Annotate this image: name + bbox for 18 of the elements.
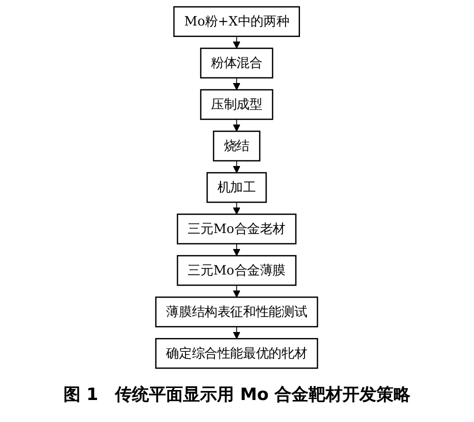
node-box: 三元Mo合金薄膜 bbox=[177, 255, 297, 286]
arrow bbox=[233, 36, 241, 49]
arrow bbox=[233, 77, 241, 90]
node-box: 薄膜结构表征和性能测试 bbox=[156, 296, 318, 328]
node-box: 压制成型 bbox=[200, 89, 274, 120]
arrow bbox=[233, 284, 241, 298]
node-box: Mo粉+X中的两种 bbox=[174, 6, 300, 37]
node-box: 三元Mo合金老材 bbox=[177, 214, 297, 244]
node-box: 粉体混合 bbox=[200, 48, 274, 78]
node-box: 机加工 bbox=[206, 172, 268, 203]
arrow bbox=[233, 118, 241, 132]
arrow bbox=[233, 160, 241, 174]
arrow bbox=[233, 326, 241, 339]
arrow bbox=[233, 243, 241, 256]
node-box: 确定综合性能最优的牝材 bbox=[156, 338, 318, 369]
figure-caption: 图 1 传统平面显示用 Mo 合金靶材开发策略 bbox=[62, 384, 412, 406]
node-box: 烧结 bbox=[213, 130, 261, 162]
arrow bbox=[233, 202, 241, 215]
